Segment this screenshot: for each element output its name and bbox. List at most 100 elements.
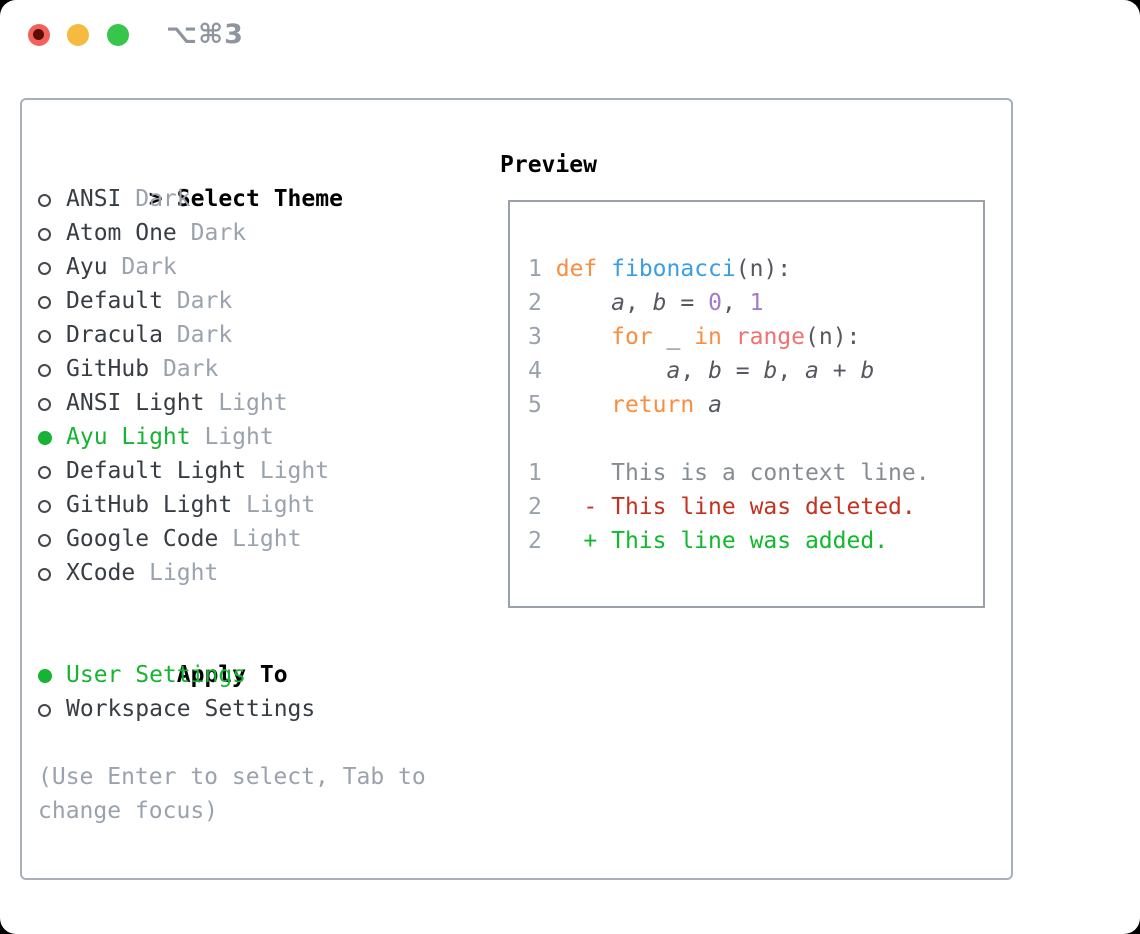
code-token: b bbox=[860, 358, 875, 384]
radio-unselected-icon bbox=[38, 704, 51, 717]
line-number: 2 bbox=[528, 528, 542, 554]
spacer bbox=[38, 726, 493, 760]
hint-line-2: change focus) bbox=[38, 798, 219, 824]
theme-name: Dracula bbox=[66, 322, 163, 348]
code-token: def bbox=[555, 256, 598, 282]
theme-name: Ayu Light bbox=[66, 424, 191, 450]
preview-title: Preview bbox=[500, 152, 597, 178]
code-token: b bbox=[763, 358, 778, 384]
radio-icon bbox=[38, 556, 66, 590]
code-token bbox=[722, 324, 736, 350]
code-token: for bbox=[611, 324, 653, 350]
theme-variant: Light bbox=[204, 390, 288, 416]
theme-name: Ayu bbox=[66, 254, 108, 280]
code-token: 0 bbox=[708, 290, 722, 316]
code-token bbox=[694, 392, 708, 418]
radio-unselected-icon bbox=[38, 296, 51, 309]
theme-variant: Dark bbox=[107, 254, 177, 280]
prompt-icon: > bbox=[148, 186, 163, 212]
code-token: = bbox=[721, 358, 764, 384]
radio-icon bbox=[38, 216, 66, 250]
diff-line-ctx: 1 This is a context line. bbox=[528, 456, 983, 490]
code-token: a bbox=[805, 358, 819, 384]
theme-variant: Light bbox=[135, 560, 219, 586]
preview-diff-block: 1 This is a context line.2 - This line w… bbox=[528, 456, 983, 558]
radio-icon bbox=[38, 386, 66, 420]
theme-variant: Dark bbox=[162, 288, 233, 314]
radio-icon bbox=[38, 658, 66, 692]
code-line: 5 return a bbox=[528, 388, 983, 422]
code-token bbox=[556, 358, 667, 384]
radio-unselected-icon bbox=[38, 364, 51, 377]
line-number: 1 bbox=[528, 460, 542, 486]
apply-option-user-settings[interactable]: User Settings bbox=[38, 658, 493, 692]
code-token bbox=[556, 392, 611, 418]
radio-icon bbox=[38, 454, 66, 488]
theme-variant: Dark bbox=[176, 220, 247, 246]
code-line: 4 a, b = b, a + b bbox=[528, 354, 983, 388]
code-token: range bbox=[735, 324, 806, 350]
radio-selected-icon bbox=[38, 431, 52, 445]
theme-list-title: Select Theme bbox=[176, 186, 343, 212]
window-shortcut-label: ⌥⌘3 bbox=[166, 19, 244, 50]
theme-option-dracula[interactable]: Dracula Dark bbox=[38, 318, 493, 352]
radio-icon bbox=[38, 522, 66, 556]
radio-icon bbox=[38, 420, 66, 454]
theme-option-ayu-light[interactable]: Ayu Light Light bbox=[38, 420, 493, 454]
theme-option-xcode[interactable]: XCode Light bbox=[38, 556, 493, 590]
hint-line-1: (Use Enter to select, Tab to bbox=[38, 764, 426, 790]
radio-unselected-icon bbox=[38, 466, 51, 479]
code-token bbox=[556, 290, 611, 316]
code-line: 1 def fibonacci(n): bbox=[528, 252, 983, 286]
line-number: 1 bbox=[528, 256, 542, 282]
close-dot-icon bbox=[33, 29, 44, 40]
theme-option-default[interactable]: Default Dark bbox=[38, 284, 493, 318]
apply-to-title: Apply To bbox=[176, 662, 288, 688]
theme-option-google-code[interactable]: Google Code Light bbox=[38, 522, 493, 556]
close-button[interactable] bbox=[28, 24, 50, 46]
code-token bbox=[597, 256, 611, 282]
line-number: 2 bbox=[528, 494, 542, 520]
diff-text: + This line was added. bbox=[541, 528, 889, 554]
diff-text: This is a context line. bbox=[541, 460, 930, 486]
apply-option-workspace-settings[interactable]: Workspace Settings bbox=[38, 692, 493, 726]
radio-icon bbox=[38, 692, 66, 726]
radio-unselected-icon bbox=[38, 534, 51, 547]
diff-line-del: 2 - This line was deleted. bbox=[528, 490, 983, 524]
code-token: (n): bbox=[735, 256, 792, 282]
minimize-button[interactable] bbox=[67, 24, 89, 46]
theme-option-ansi[interactable]: ANSI Dark bbox=[38, 182, 493, 216]
code-token: (n): bbox=[805, 324, 861, 350]
theme-variant: Dark bbox=[149, 356, 219, 382]
apply-to-header-row: Apply To bbox=[38, 624, 493, 688]
code-token: , bbox=[624, 290, 653, 316]
theme-option-ayu[interactable]: Ayu Dark bbox=[38, 250, 493, 284]
radio-unselected-icon bbox=[38, 194, 51, 207]
line-number: 3 bbox=[528, 324, 542, 350]
maximize-button[interactable] bbox=[107, 24, 129, 46]
radio-icon bbox=[38, 352, 66, 386]
diff-line-add: 2 + This line was added. bbox=[528, 524, 983, 558]
code-token: in bbox=[694, 324, 722, 350]
code-token: _ bbox=[652, 324, 695, 350]
theme-variant: Light bbox=[232, 492, 316, 518]
theme-option-default-light[interactable]: Default Light Light bbox=[38, 454, 493, 488]
theme-option-ansi-light[interactable]: ANSI Light Light bbox=[38, 386, 493, 420]
theme-option-github[interactable]: GitHub Dark bbox=[38, 352, 493, 386]
radio-selected-icon bbox=[38, 669, 52, 683]
apply-option-label: User Settings bbox=[66, 662, 247, 688]
theme-option-atom-one[interactable]: Atom One Dark bbox=[38, 216, 493, 250]
theme-option-github-light[interactable]: GitHub Light Light bbox=[38, 488, 493, 522]
theme-name: XCode bbox=[66, 560, 136, 586]
radio-unselected-icon bbox=[38, 330, 51, 343]
line-number: 4 bbox=[528, 358, 542, 384]
line-number: 5 bbox=[528, 392, 542, 418]
theme-name: Default Light bbox=[66, 458, 247, 484]
code-token bbox=[556, 324, 611, 350]
code-token: a bbox=[708, 392, 722, 418]
diff-text: - This line was deleted. bbox=[541, 494, 916, 520]
